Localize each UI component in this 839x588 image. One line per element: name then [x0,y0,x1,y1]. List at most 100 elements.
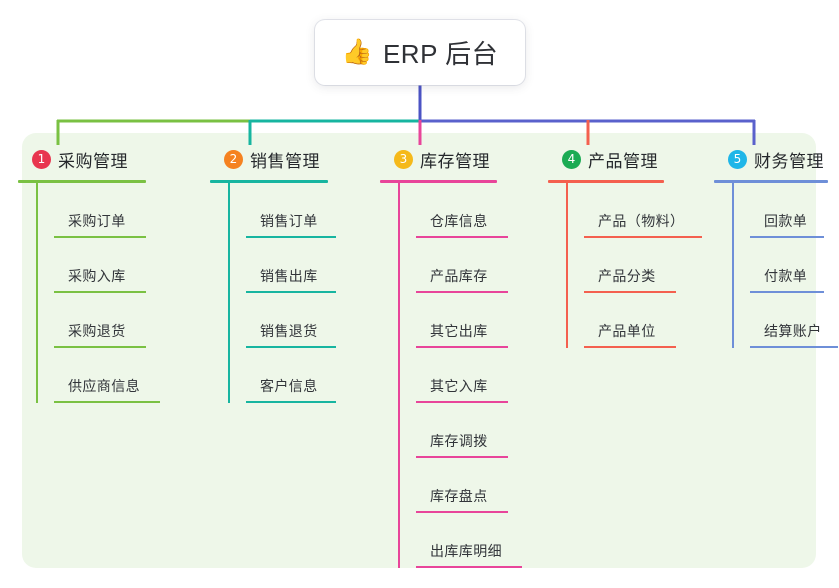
list-item[interactable]: 销售出库 [228,238,382,293]
branch-title-4: 产品管理 [588,151,658,171]
leaf-label: 采购入库 [68,268,126,284]
list-item[interactable]: 产品单位 [566,293,728,348]
leaf-label: 销售退货 [260,323,318,339]
list-item[interactable]: 客户信息 [228,348,382,403]
leaf-label: 客户信息 [260,378,318,394]
leaf-rule [246,346,336,348]
branch-items-3: 仓库信息 产品库存 其它出库 其它入库 库存调拨 库存盘点 [380,183,560,568]
leaf-rule [416,291,508,293]
branch-spine-2 [228,183,230,403]
list-item[interactable]: 仓库信息 [398,183,560,238]
branch-column-2: 2 销售管理 销售订单 销售出库 销售退货 客户信息 [210,146,382,403]
list-item[interactable]: 库存调拨 [398,403,560,458]
branch-rule-3 [380,180,497,183]
leaf-label: 销售订单 [260,213,318,229]
list-item[interactable]: 销售订单 [228,183,382,238]
list-item[interactable]: 回款单 [732,183,834,238]
branch-spine-5 [732,183,734,348]
leaf-rule [54,291,146,293]
branch-header-4[interactable]: 4 产品管理 [548,146,728,172]
branch-items-2: 销售订单 销售出库 销售退货 客户信息 [210,183,382,403]
leaf-rule [416,566,522,568]
list-item[interactable]: 其它入库 [398,348,560,403]
branch-spine-1 [36,183,38,403]
leaf-rule [584,346,676,348]
branch-header-3[interactable]: 3 库存管理 [380,146,560,172]
leaf-rule [54,346,146,348]
background-panel [22,133,816,568]
leaf-rule [416,346,508,348]
list-item[interactable]: 采购退货 [36,293,190,348]
branch-badge-1: 1 [32,149,51,169]
branch-items-5: 回款单 付款单 结算账户 [714,183,838,348]
leaf-label: 出库库明细 [430,543,502,559]
branch-rule-4 [548,180,664,183]
leaf-label: 产品单位 [598,323,656,339]
leaf-label: 付款单 [764,268,808,284]
list-item[interactable]: 采购入库 [36,238,190,293]
leaf-label: 采购退货 [68,323,126,339]
branch-rule-2 [210,180,328,183]
list-item[interactable]: 产品库存 [398,238,560,293]
leaf-rule [584,291,676,293]
branch-items-4: 产品（物料） 产品分类 产品单位 [548,183,728,348]
branch-rule-5 [714,180,828,183]
branch-column-1: 1 采购管理 采购订单 采购入库 采购退货 供应商信息 [18,146,190,403]
branch-title-5: 财务管理 [754,151,824,171]
list-item[interactable]: 出库库明细 [398,513,560,568]
list-item[interactable]: 结算账户 [732,293,838,348]
branch-title-3: 库存管理 [420,151,490,171]
list-item[interactable]: 产品分类 [566,238,728,293]
leaf-label: 库存调拨 [430,433,488,449]
leaf-label: 回款单 [764,213,808,229]
list-item[interactable]: 销售退货 [228,293,382,348]
branch-spine-3 [398,183,400,568]
branch-column-4: 4 产品管理 产品（物料） 产品分类 产品单位 [548,146,728,348]
branch-header-2[interactable]: 2 销售管理 [210,146,382,172]
branch-header-5[interactable]: 5 财务管理 [714,146,834,172]
leaf-label: 采购订单 [68,213,126,229]
leaf-label: 供应商信息 [68,378,140,394]
list-item[interactable]: 供应商信息 [36,348,190,403]
branch-column-5: 5 财务管理 回款单 付款单 结算账户 [714,146,838,348]
leaf-label: 库存盘点 [430,488,488,504]
leaf-rule [416,236,508,238]
leaf-rule [584,236,702,238]
leaf-rule [750,291,824,293]
leaf-label: 其它出库 [430,323,488,339]
leaf-label: 仓库信息 [430,213,488,229]
leaf-rule [416,511,508,513]
branch-badge-3: 3 [394,149,413,169]
list-item[interactable]: 产品（物料） [566,183,728,238]
list-item[interactable]: 其它出库 [398,293,560,348]
leaf-label: 销售出库 [260,268,318,284]
list-item[interactable]: 库存盘点 [398,458,560,513]
leaf-label: 其它入库 [430,378,488,394]
branch-badge-2: 2 [224,149,243,169]
leaf-rule [416,456,508,458]
leaf-label: 产品（物料） [598,213,685,229]
leaf-rule [750,346,838,348]
branch-title-2: 销售管理 [250,151,320,171]
thumbs-up-icon: 👍 [341,38,373,66]
list-item[interactable]: 付款单 [732,238,834,293]
branch-spine-4 [566,183,568,348]
leaf-rule [246,236,336,238]
root-node-title: ERP 后台 [382,39,499,69]
root-node-erp-backend[interactable]: 👍 ERP 后台 [315,20,525,85]
branch-items-1: 采购订单 采购入库 采购退货 供应商信息 [18,183,190,403]
leaf-rule [750,236,824,238]
list-item[interactable]: 采购订单 [36,183,190,238]
branch-header-1[interactable]: 1 采购管理 [18,146,190,172]
leaf-label: 产品库存 [430,268,488,284]
leaf-label: 结算账户 [764,323,822,339]
leaf-rule [416,401,508,403]
branch-title-1: 采购管理 [58,151,128,171]
branch-badge-4: 4 [562,149,581,169]
leaf-rule [54,236,146,238]
leaf-rule [54,401,160,403]
leaf-rule [246,401,336,403]
leaf-label: 产品分类 [598,268,656,284]
branch-badge-5: 5 [728,149,747,169]
